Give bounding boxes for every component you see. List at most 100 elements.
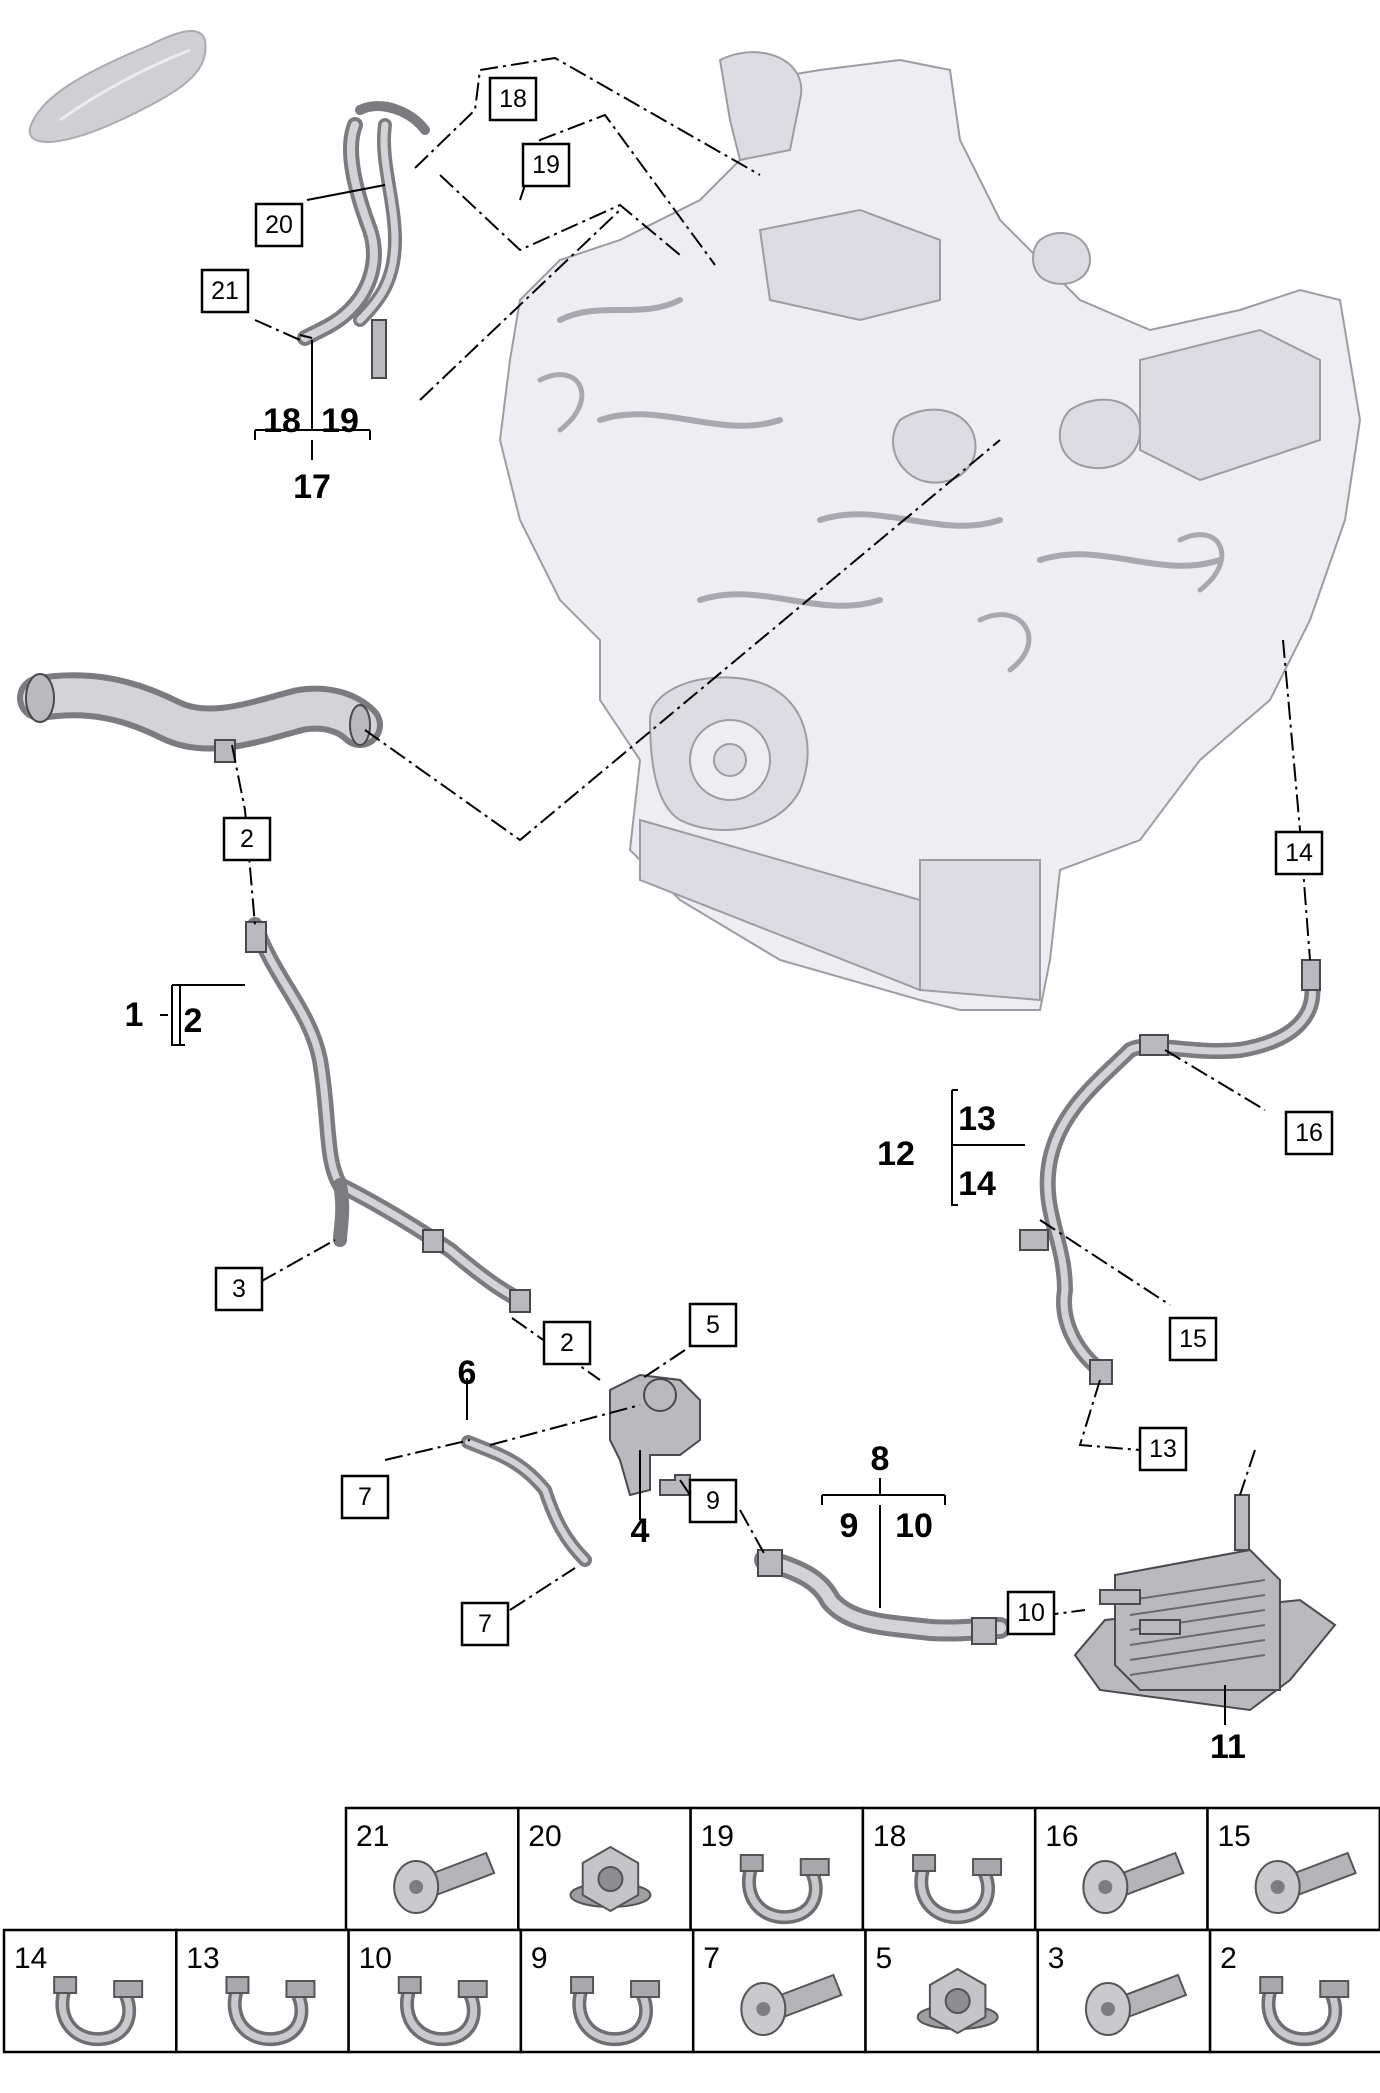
callout-c21: 21 [200, 268, 250, 314]
bolt-icon [1082, 1851, 1185, 1914]
parts-table-cell-18: 18 [861, 1806, 1037, 1932]
assembly-1-label-2: 2 [184, 1002, 203, 1040]
svg-text:9: 9 [706, 1487, 720, 1515]
assembly-12-label-14: 14 [958, 1165, 996, 1203]
parts-table-cell-21: 21 [344, 1806, 520, 1932]
parts-table-cell-10: 10 [347, 1928, 523, 2054]
parts-table-cell-15: 15 [1206, 1806, 1380, 1932]
callout-c19: 19 [521, 142, 571, 188]
parts-table-number: 16 [1045, 1820, 1078, 1853]
callout-c5: 5 [688, 1302, 738, 1348]
svg-text:21: 21 [211, 277, 239, 305]
svg-text:16: 16 [1295, 1119, 1323, 1147]
parts-table-number: 3 [1048, 1942, 1065, 1975]
bolt-icon [393, 1851, 496, 1914]
parts-table-number: 10 [359, 1942, 392, 1975]
svg-text:13: 13 [1149, 1435, 1177, 1463]
callout-c9: 9 [688, 1478, 738, 1524]
callout-c20: 20 [254, 202, 304, 248]
callout-c16: 16 [1284, 1110, 1334, 1156]
parts-table-cell-9: 9 [519, 1928, 695, 2054]
leader-lines [160, 56, 1311, 1725]
vehicle-thumbnail [28, 29, 207, 144]
callout-c7-lower: 7 [460, 1601, 510, 1647]
svg-text:10: 10 [1017, 1599, 1045, 1627]
clamp-icon [225, 1976, 316, 2047]
callout-c14: 14 [1274, 830, 1324, 876]
coolant-hose-8 [754, 1549, 1011, 1645]
clamp-icon [739, 1854, 830, 1925]
parts-table-cell-19: 19 [689, 1806, 865, 1932]
parts-table-number: 9 [531, 1942, 548, 1975]
bracket-6 [461, 1435, 592, 1567]
callout-c13: 13 [1138, 1426, 1188, 1472]
parts-table-number: 14 [14, 1942, 47, 1975]
coolant-pipe-17 [297, 101, 430, 379]
clamp-icon [912, 1854, 1003, 1925]
parts-table-number: 2 [1220, 1942, 1237, 1975]
assembly-12-label-13: 13 [958, 1100, 996, 1138]
callout-c2-top: 2 [222, 816, 272, 862]
assembly-8-label-9: 9 [840, 1507, 859, 1545]
clamp-icon [570, 1976, 661, 2047]
svg-text:2: 2 [560, 1329, 574, 1357]
svg-text:19: 19 [532, 151, 560, 179]
callout-c15: 15 [1168, 1316, 1218, 1362]
assembly-4-label: 4 [631, 1512, 650, 1550]
svg-text:18: 18 [499, 85, 527, 113]
assembly-8-label-10: 10 [895, 1507, 933, 1545]
svg-text:15: 15 [1179, 1325, 1207, 1353]
assembly-17-label: 17 [293, 468, 331, 506]
nut-icon [916, 1967, 999, 2035]
callout-c7-upper: 7 [340, 1474, 390, 1520]
bolt-icon [740, 1973, 843, 2036]
assembly-1-label: 1 [125, 996, 144, 1034]
parts-table-cell-20: 20 [517, 1806, 692, 1932]
parts-table-cell-5: 5 [864, 1928, 1040, 2054]
assembly-11-label: 11 [1210, 1728, 1246, 1766]
bolt-icon [1084, 1973, 1188, 2036]
oil-cooler-11 [1073, 1494, 1337, 1712]
parts-table-number: 15 [1218, 1820, 1251, 1853]
parts-table-cell-13: 13 [175, 1928, 350, 2054]
shutoff-valve-4 [609, 1373, 701, 1497]
parts-table-number: 21 [356, 1820, 389, 1853]
clamp-icon [397, 1976, 488, 2047]
callout-c3: 3 [214, 1266, 264, 1312]
svg-text:20: 20 [265, 211, 293, 239]
parts-table-number: 18 [873, 1820, 906, 1853]
coolant-hose-upper-left [17, 672, 383, 763]
clamp-icon [53, 1976, 144, 2047]
nut-icon [569, 1845, 652, 1913]
parts-table-cell-2: 2 [1208, 1928, 1380, 2054]
svg-text:5: 5 [706, 1311, 720, 1339]
parts-table-number: 7 [703, 1942, 720, 1975]
parts-table-number: 20 [528, 1820, 561, 1853]
assembly-8-label: 8 [871, 1440, 890, 1478]
clamp-icon [1259, 1976, 1350, 2047]
callout-c10: 10 [1006, 1590, 1056, 1636]
bolt-icon [1254, 1851, 1357, 1914]
callout-c2-mid: 2 [542, 1320, 592, 1366]
svg-text:2: 2 [240, 825, 254, 853]
coolant-pipe-12 [1019, 959, 1321, 1385]
svg-text:3: 3 [232, 1275, 246, 1303]
parts-table-cell-14: 14 [2, 1928, 178, 2054]
assembly-17-label-18: 18 [263, 402, 301, 440]
parts-table-number: 13 [186, 1942, 219, 1975]
assembly-12-label: 12 [877, 1135, 915, 1173]
engine-illustration [498, 51, 1362, 1011]
parts-table-number: 5 [876, 1942, 893, 1975]
parts-table-row-2: 14 13 10 9 7 5 3 2 [2, 1928, 1380, 2054]
callout-c18: 18 [488, 76, 538, 122]
assembly-6-label: 6 [458, 1354, 477, 1392]
assembly-17-label-19: 19 [321, 402, 359, 440]
svg-text:7: 7 [358, 1483, 372, 1511]
parts-table-cell-7: 7 [691, 1928, 867, 2054]
svg-text:14: 14 [1285, 839, 1313, 867]
parts-table-cell-3: 3 [1036, 1928, 1212, 2054]
svg-text:7: 7 [478, 1610, 492, 1638]
